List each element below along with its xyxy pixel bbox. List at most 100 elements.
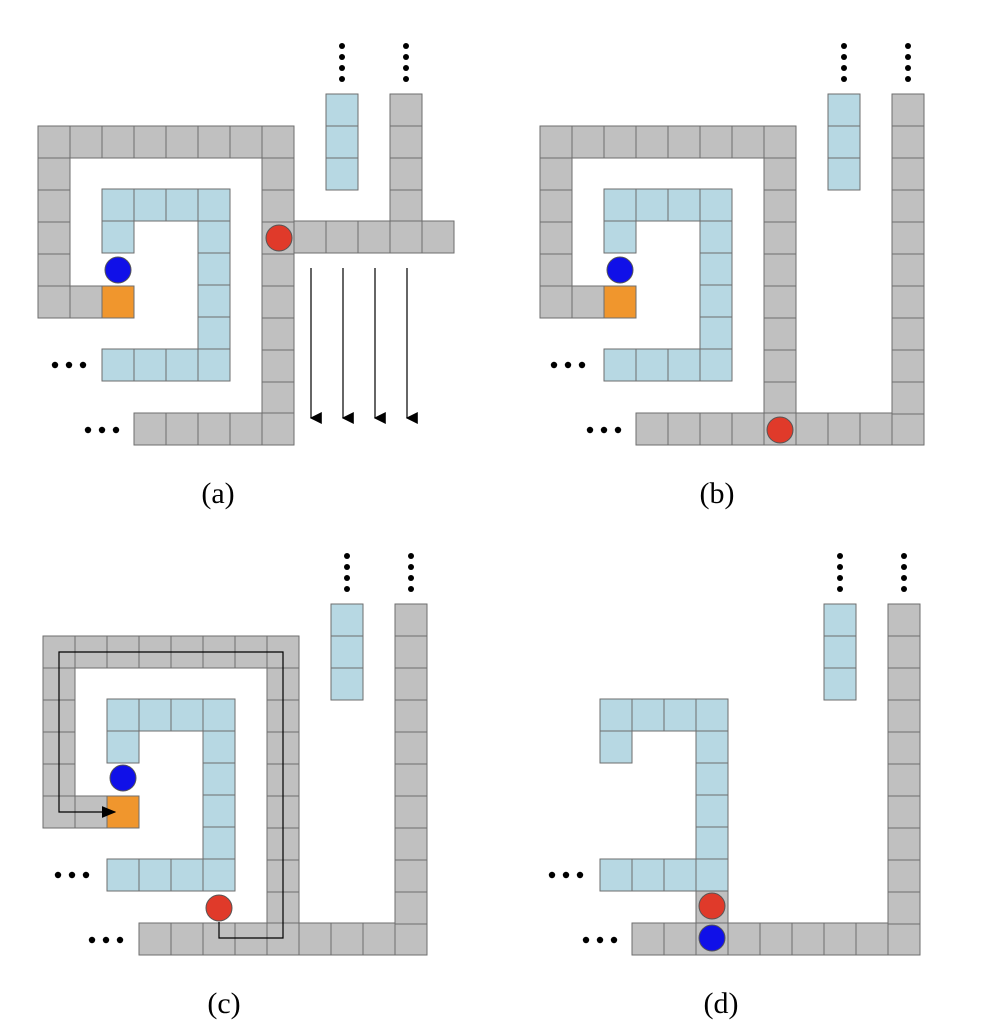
ellipsis-horizontal (548, 871, 556, 879)
wall-cell (37, 221, 71, 255)
target-cell (699, 316, 733, 350)
ellipsis-vertical (841, 76, 847, 82)
wall-cell (165, 412, 199, 446)
wall-cell (539, 221, 573, 255)
wall-cell (763, 125, 797, 159)
target-cell (823, 635, 857, 669)
wall-cell (69, 285, 103, 319)
target-cell (631, 858, 665, 892)
target-cell (202, 858, 236, 892)
wall-cell (663, 922, 697, 956)
panel-label-d: (d) (704, 987, 739, 1020)
wall-cell (635, 412, 669, 446)
target-cell (823, 603, 857, 637)
ellipsis-horizontal (98, 426, 106, 434)
wall-cell (421, 220, 455, 254)
wall-cell (389, 220, 423, 254)
target-cell (133, 348, 167, 382)
ellipsis-vertical (403, 65, 409, 71)
wall-cell (394, 891, 428, 925)
ellipsis-vertical (837, 553, 843, 559)
wall-cell (37, 125, 71, 159)
wall-cell (394, 699, 428, 733)
wall-cell (763, 349, 797, 383)
wall-cell (887, 667, 921, 701)
wall-cell (891, 412, 925, 446)
wall-cell (759, 922, 793, 956)
wall-cell (394, 763, 428, 797)
wall-cell (763, 189, 797, 223)
target-cell (202, 762, 236, 796)
wall-cell (827, 412, 861, 446)
ellipsis-vertical (905, 43, 911, 49)
wall-cell (37, 189, 71, 223)
wall-cell (229, 125, 263, 159)
ellipsis-horizontal (614, 426, 622, 434)
ellipsis-vertical (344, 564, 350, 570)
target-cell (197, 348, 231, 382)
ellipsis-horizontal (65, 361, 73, 369)
ellipsis-horizontal (596, 936, 604, 944)
wall-cell (887, 603, 921, 637)
wall-cell (891, 381, 925, 415)
wall-cell (763, 253, 797, 287)
ellipsis-vertical (403, 43, 409, 49)
target-cell (106, 698, 140, 732)
ellipsis-vertical (403, 54, 409, 60)
ellipsis-horizontal (54, 871, 62, 879)
target-cell (106, 730, 140, 764)
wall-cell (261, 157, 295, 191)
target-cell (827, 93, 861, 127)
ellipsis-vertical (841, 54, 847, 60)
wall-cell (855, 922, 889, 956)
wall-cell (197, 412, 231, 446)
panel-d (548, 553, 921, 956)
wall-cell (791, 922, 825, 956)
wall-cell (394, 922, 428, 956)
target-cell (635, 188, 669, 222)
target-cell (663, 858, 697, 892)
ellipsis-vertical (905, 65, 911, 71)
target-cell (202, 794, 236, 828)
wall-cell (887, 859, 921, 893)
ellipsis-vertical (901, 575, 907, 581)
path-line (58, 651, 284, 939)
ellipsis-vertical (901, 553, 907, 559)
ellipsis-vertical (841, 65, 847, 71)
red-ball (698, 892, 726, 920)
ellipsis-vertical (344, 553, 350, 559)
wall-cell (394, 731, 428, 765)
ellipsis-horizontal (68, 871, 76, 879)
ellipsis-vertical (339, 54, 345, 60)
ellipsis-horizontal (578, 361, 586, 369)
target-cell (325, 125, 359, 159)
wall-cell (603, 125, 637, 159)
blue-ball (104, 256, 132, 284)
target-cell (197, 284, 231, 318)
wall-cell (635, 125, 669, 159)
ellipsis-vertical (344, 586, 350, 592)
wall-cell (699, 412, 733, 446)
panel-c (42, 553, 428, 956)
target-cell (138, 858, 172, 892)
wall-cell (727, 922, 761, 956)
wall-cell (298, 922, 332, 956)
panel-a (37, 43, 455, 446)
wall-cell (887, 795, 921, 829)
ellipsis-vertical (837, 575, 843, 581)
wall-cell (539, 285, 573, 319)
target-cell (106, 858, 140, 892)
goal-cell (101, 285, 135, 319)
target-cell (165, 348, 199, 382)
red-ball (766, 416, 794, 444)
wall-cell (891, 253, 925, 287)
target-cell (101, 348, 135, 382)
wall-cell (261, 412, 295, 446)
target-cell (827, 125, 861, 159)
wall-cell (667, 412, 701, 446)
target-cell (667, 348, 701, 382)
target-cell (695, 730, 729, 764)
wall-cell (891, 93, 925, 127)
wall-cell (330, 922, 364, 956)
